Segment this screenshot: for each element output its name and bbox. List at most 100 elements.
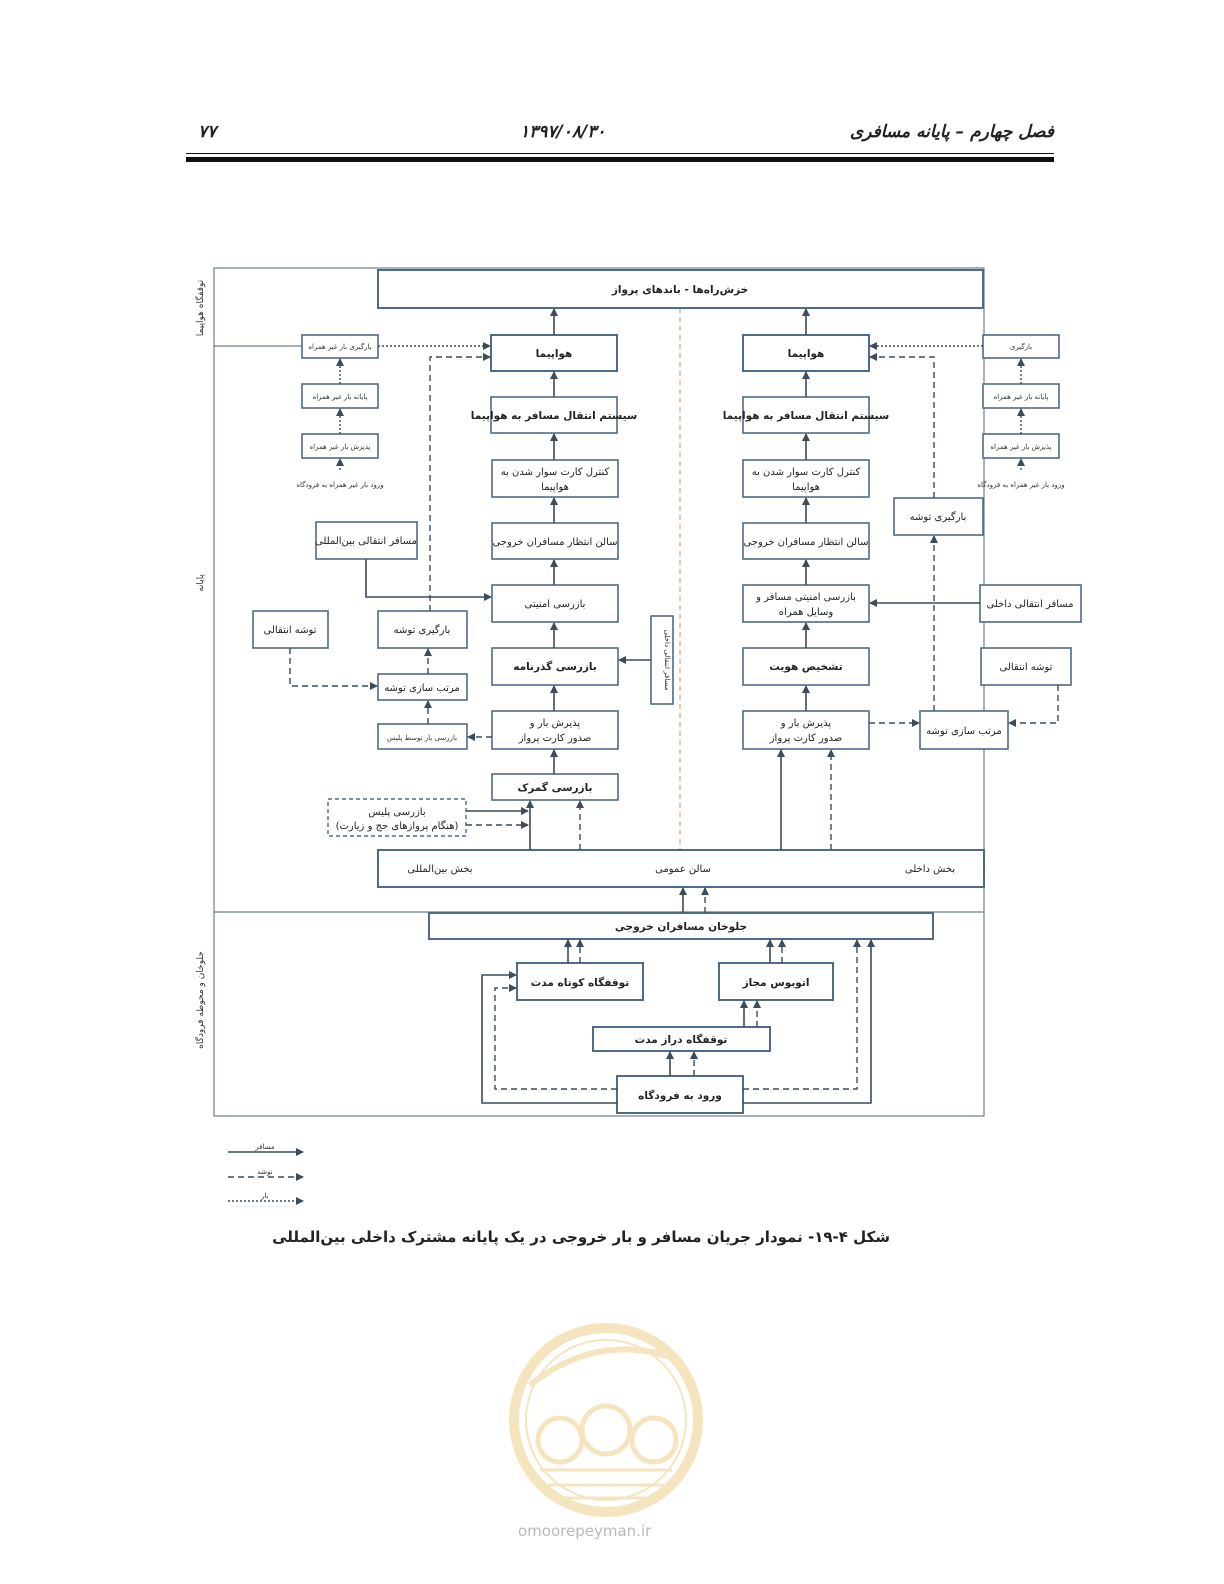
svg-text:(هنگام پروازهای حج و زیارت): (هنگام پروازهای حج و زیارت) — [336, 820, 459, 832]
svg-text:مسافر انتقالی بین‌المللی: مسافر انتقالی بین‌المللی — [315, 536, 417, 547]
box-baggage-loading-intl: بارگیری توشه — [377, 610, 468, 649]
cargo-entry-intl: ورود بار غیر همراه به فرودگاه — [296, 480, 383, 489]
box-taxiways: خزش‌راه‌ها - باندهای پرواز — [377, 269, 984, 309]
svg-text:اتوبوس مجاز: اتوبوس مجاز — [742, 977, 810, 989]
header-date: ۱۳۹۷/۰۸/۳۰ — [520, 122, 606, 142]
svg-text:بخش داخلی: بخش داخلی — [905, 864, 955, 875]
svg-text:بارگیری بار غیر همراه: بارگیری بار غیر همراه — [308, 342, 371, 351]
svg-text:پایانه بار غیر همراه: پایانه بار غیر همراه — [313, 393, 368, 401]
svg-text:بازرسی بار توسط پلیس: بازرسی بار توسط پلیس — [387, 734, 457, 742]
box-passport-control: بازرسی گذرنامه — [491, 647, 619, 686]
svg-text:سیستم انتقال مسافر به هواپیما: سیستم انتقال مسافر به هواپیما — [723, 410, 889, 422]
legend: مسافر توشه بار — [228, 1143, 304, 1205]
svg-text:پذیرش بار غیر همراه: پذیرش بار غیر همراه — [310, 443, 371, 451]
svg-text:پذیرش بار و: پذیرش بار و — [780, 718, 832, 729]
figure-caption: شکل ۴-۱۹- نمودار جریان مسافر و بار خروجی… — [272, 1228, 890, 1246]
box-cargo-terminal-intl: پایانه بار غیر همراه — [301, 383, 379, 409]
svg-text:توقفگاه کوتاه مدت: توقفگاه کوتاه مدت — [531, 976, 629, 989]
box-airport-entry: ورود به فرودگاه — [616, 1075, 744, 1114]
zone-label-terminal: پایانه — [196, 574, 206, 592]
svg-text:توقفگاه دراز مدت: توقفگاه دراز مدت — [635, 1033, 728, 1046]
box-intl-transfer-pax: مسافر انتقالی بین‌المللی — [315, 521, 418, 560]
header-rule-thick — [186, 157, 1054, 162]
zone-label-landside: جلوخان و محوطه فرودگاه — [194, 951, 206, 1049]
page-number: ۷۷ — [198, 122, 217, 142]
box-boarding-control-intl: کنترل کارت سوار شدن به هواپیما — [491, 459, 619, 498]
svg-text:بخش بین‌المللی: بخش بین‌المللی — [407, 864, 472, 875]
svg-text:بازرسی گمرک: بازرسی گمرک — [517, 781, 592, 794]
box-aircraft-dom: هواپیما — [742, 334, 870, 372]
svg-text:بارگیری توشه: بارگیری توشه — [910, 511, 967, 523]
svg-text:جلوخان مسافران خروجی: جلوخان مسافران خروجی — [615, 921, 747, 933]
header-rule-thin — [186, 153, 1054, 154]
box-aircraft-intl: هواپیما — [490, 334, 618, 372]
box-curbside: جلوخان مسافران خروجی — [428, 912, 934, 940]
box-departure-lounge-intl: سالن انتظار مسافران خروجی — [491, 522, 619, 560]
zone-label-airside: توقفگاه هواپیما — [194, 279, 206, 336]
box-departure-lounge-dom: سالن انتظار مسافران خروجی — [742, 522, 870, 560]
svg-text:سالن انتظار مسافران خروجی: سالن انتظار مسافران خروجی — [743, 537, 868, 548]
svg-text:مسافر انتقالی داخلی: مسافر انتقالی داخلی — [986, 599, 1073, 610]
box-baggage-sort-intl: مرتب سازی توشه — [377, 673, 468, 701]
box-cargo-acceptance-dom: پذیرش بار غیر همراه — [982, 433, 1060, 459]
svg-text:بازرسی امنیتی: بازرسی امنیتی — [525, 599, 586, 610]
svg-text:توشه انتقالی: توشه انتقالی — [1000, 662, 1053, 673]
svg-text:تشخیص هویت: تشخیص هویت — [769, 661, 842, 673]
svg-text:مرتب سازی توشه: مرتب سازی توشه — [926, 726, 1002, 737]
svg-text:بازرسی پلیس: بازرسی پلیس — [368, 807, 425, 818]
box-security-intl: بازرسی امنیتی — [491, 584, 619, 623]
svg-text:پذیرش بار و: پذیرش بار و — [529, 718, 581, 729]
svg-text:هواپیما: هواپیما — [788, 348, 825, 360]
svg-text:هواپیما: هواپیما — [536, 348, 573, 360]
box-public-hall: بخش بین‌المللی سالن عمومی بخش داخلی — [377, 849, 985, 888]
box-cargo-loading-intl: بارگیری بار غیر همراه — [301, 334, 379, 359]
cargo-entry-dom: ورود بار غیر همراه به فرودگاه — [977, 480, 1064, 489]
svg-text:سالن انتظار مسافران خروجی: سالن انتظار مسافران خروجی — [492, 537, 617, 548]
legend-baggage: توشه — [257, 1168, 272, 1176]
svg-text:پذیرش بار غیر همراه: پذیرش بار غیر همراه — [991, 443, 1052, 451]
box-boarding-system-dom: سیستم انتقال مسافر به هواپیما — [723, 396, 889, 434]
svg-text:کنترل کارت سوار شدن به: کنترل کارت سوار شدن به — [501, 467, 610, 478]
svg-text:صدور کارت پرواز: صدور کارت پرواز — [769, 733, 843, 744]
svg-text:توشه انتقالی: توشه انتقالی — [264, 625, 317, 636]
svg-text:ورود به فرودگاه: ورود به فرودگاه — [638, 1089, 722, 1102]
watermark-logo — [509, 1323, 703, 1517]
legend-passenger: مسافر — [254, 1143, 275, 1151]
box-authorized-bus: اتوبوس مجاز — [718, 962, 834, 1001]
svg-text:مرتب سازی توشه: مرتب سازی توشه — [384, 683, 460, 694]
box-customs: بازرسی گمرک — [491, 773, 619, 801]
box-police-baggage-check: بازرسی بار توسط پلیس — [377, 723, 468, 750]
watermark-url: omoorepeyman.ir — [518, 1522, 652, 1540]
svg-text:پایانه بار غیر همراه: پایانه بار غیر همراه — [994, 393, 1049, 401]
svg-text:مسافر انتقالی داخلی: مسافر انتقالی داخلی — [663, 630, 671, 691]
box-domestic-transfer-vertical: مسافر انتقالی داخلی — [650, 615, 674, 705]
svg-text:هواپیما: هواپیما — [792, 482, 820, 493]
svg-text:سالن عمومی: سالن عمومی — [655, 864, 711, 875]
svg-text:بازرسی گذرنامه: بازرسی گذرنامه — [513, 660, 597, 673]
box-checkin-dom: پذیرش بار و صدور کارت پرواز — [742, 710, 870, 750]
svg-text:کنترل کارت سوار شدن به: کنترل کارت سوار شدن به — [752, 467, 861, 478]
box-transfer-bag-intl: توشه انتقالی — [252, 610, 329, 649]
box-security-dom: بازرسی امنیتی مسافر و وسایل همراه — [742, 584, 870, 623]
box-checkin-intl: پذیرش بار و صدور کارت پرواز — [491, 710, 619, 750]
connectors — [289, 308, 1059, 1104]
svg-text:بارگیری: بارگیری — [1010, 342, 1032, 351]
box-identity-check: تشخیص هویت — [742, 647, 870, 686]
box-cargo-acceptance-intl: پذیرش بار غیر همراه — [301, 433, 379, 459]
box-cargo-loading-dom: بارگیری — [982, 334, 1060, 359]
box-baggage-loading-dom: بارگیری توشه — [893, 497, 984, 536]
box-police-inspection: بازرسی پلیس (هنگام پروازهای حج و زیارت) — [327, 798, 467, 837]
box-baggage-sort-dom: مرتب سازی توشه — [919, 710, 1009, 750]
box-domestic-transfer-pax: مسافر انتقالی داخلی — [979, 584, 1082, 623]
box-short-term-parking: توقفگاه کوتاه مدت — [516, 962, 644, 1001]
svg-text:وسایل همراه: وسایل همراه — [779, 607, 834, 618]
box-boarding-system-intl: سیستم انتقال مسافر به هواپیما — [471, 396, 637, 434]
svg-text:بازرسی امنیتی مسافر و: بازرسی امنیتی مسافر و — [755, 592, 856, 603]
box-cargo-terminal-dom: پایانه بار غیر همراه — [982, 383, 1060, 409]
svg-text:خزش‌راه‌ها - باندهای پرواز: خزش‌راه‌ها - باندهای پرواز — [611, 284, 748, 296]
box-boarding-control-dom: کنترل کارت سوار شدن به هواپیما — [742, 459, 870, 498]
box-transfer-bag-dom: توشه انتقالی — [980, 647, 1072, 686]
chapter-title: فصل چهارم – پایانه مسافری — [849, 122, 1054, 142]
svg-text:سیستم انتقال مسافر به هواپیما: سیستم انتقال مسافر به هواپیما — [471, 410, 637, 422]
